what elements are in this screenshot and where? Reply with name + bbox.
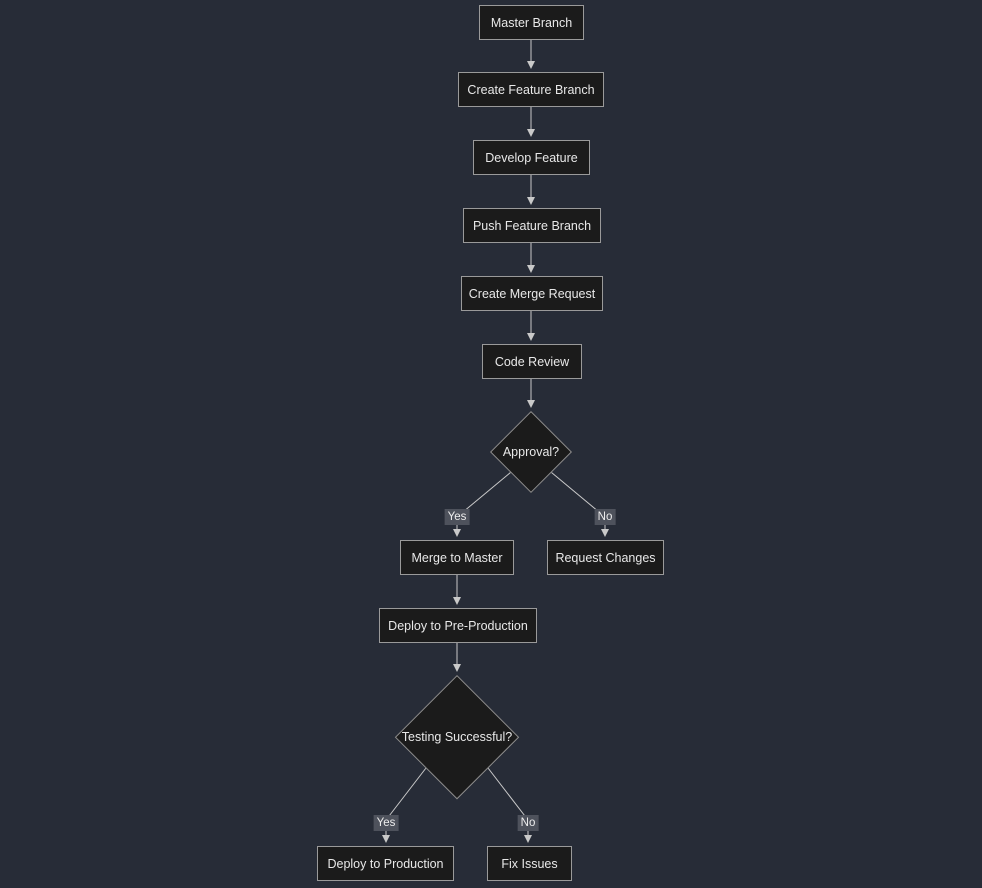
node-create-merge-request: Create Merge Request xyxy=(461,276,603,311)
edge-label-testing-no: No xyxy=(517,815,539,831)
node-label: Fix Issues xyxy=(501,856,558,871)
node-label: Create Merge Request xyxy=(468,286,596,301)
node-label: Push Feature Branch xyxy=(472,218,592,233)
node-label: Testing Successful? xyxy=(401,730,513,744)
edge-label-approval-yes: Yes xyxy=(444,509,470,525)
edge-label-testing-yes: Yes xyxy=(373,815,399,831)
node-label: Deploy to Production xyxy=(327,856,444,871)
node-label: Master Branch xyxy=(490,15,573,30)
decision-approval: Approval? xyxy=(490,411,572,493)
node-deploy-to-pre-production: Deploy to Pre-Production xyxy=(379,608,537,643)
decision-testing-successful: Testing Successful? xyxy=(395,675,519,799)
node-label: Request Changes xyxy=(555,550,656,565)
node-deploy-to-production: Deploy to Production xyxy=(317,846,454,881)
node-label: Merge to Master xyxy=(411,550,503,565)
node-label: Code Review xyxy=(494,354,570,369)
node-create-feature-branch: Create Feature Branch xyxy=(458,72,604,107)
node-master-branch: Master Branch xyxy=(479,5,584,40)
node-label: Approval? xyxy=(502,445,560,459)
node-fix-issues: Fix Issues xyxy=(487,846,572,881)
edge-label-approval-no: No xyxy=(594,509,616,525)
node-push-feature-branch: Push Feature Branch xyxy=(463,208,601,243)
node-label: Develop Feature xyxy=(485,150,578,165)
node-develop-feature: Develop Feature xyxy=(473,140,590,175)
node-request-changes: Request Changes xyxy=(547,540,664,575)
node-label: Create Feature Branch xyxy=(467,82,595,97)
node-code-review: Code Review xyxy=(482,344,582,379)
node-label: Deploy to Pre-Production xyxy=(388,618,528,633)
node-merge-to-master: Merge to Master xyxy=(400,540,514,575)
